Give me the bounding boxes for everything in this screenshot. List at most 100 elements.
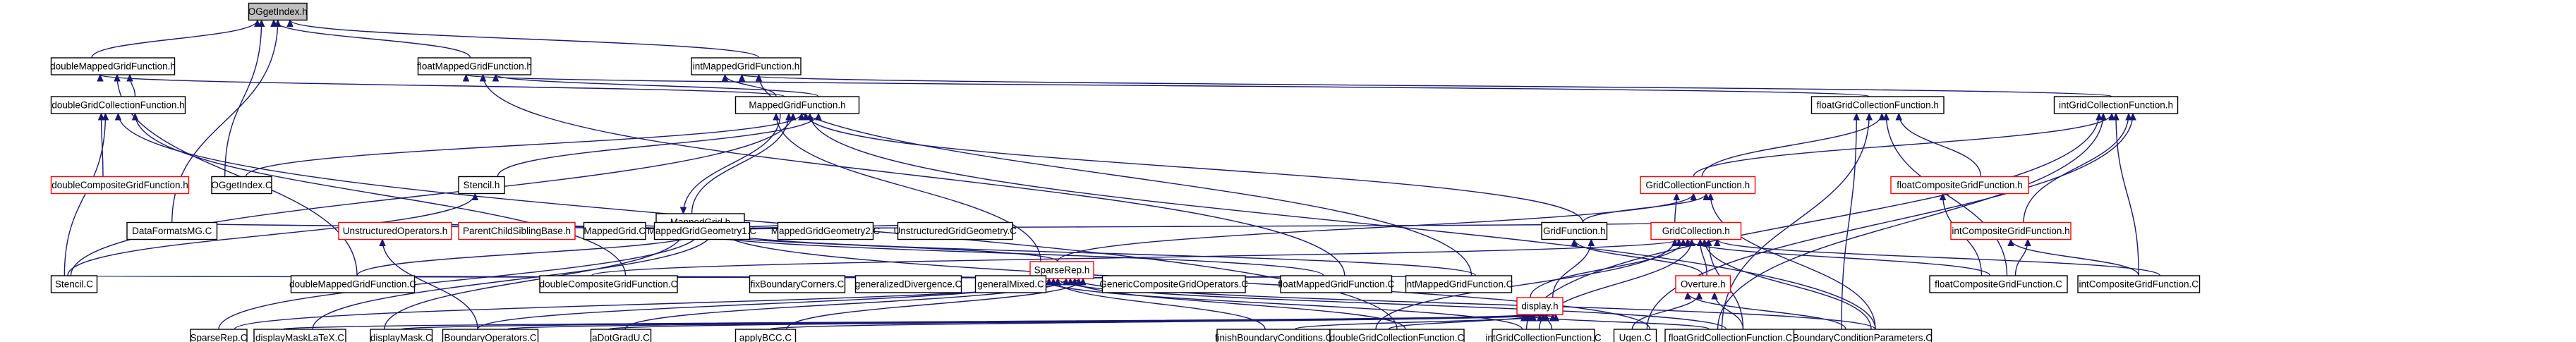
node-box[interactable] [1640, 176, 1756, 195]
graph-node-mgf-h[interactable]: MappedGridFunction.h [734, 96, 860, 114]
node-box[interactable] [442, 329, 539, 342]
node-box[interactable] [1950, 221, 2072, 240]
node-box[interactable] [734, 329, 797, 342]
node-box[interactable] [370, 329, 433, 342]
graph-node-ugg-c[interactable]: UnstructuredGridGeometry.C [893, 221, 1017, 240]
graph-node-mgg1-c[interactable]: MappedGridGeometry1.C [648, 221, 757, 240]
node-box[interactable] [749, 275, 846, 293]
graph-node-dm-c[interactable]: displayMask.C [370, 329, 433, 342]
graph-node-ugen-c[interactable]: Ugen.C [1613, 329, 1657, 342]
graph-node-dgcf-c[interactable]: doubleGridCollectionFunction.C [1329, 329, 1465, 342]
graph-node-stencil-c[interactable]: Stencil.C [50, 275, 98, 293]
graph-node-dmgf-c[interactable]: doubleMappedGridFunction.C [289, 275, 416, 293]
node-box[interactable] [2053, 96, 2179, 114]
node-box[interactable] [1675, 275, 1731, 293]
dependency-edge [2023, 113, 2129, 223]
node-box[interactable] [854, 275, 962, 293]
graph-node-dcgf-c[interactable]: doubleCompositeGridFunction.C [539, 275, 678, 293]
node-box[interactable] [777, 221, 874, 240]
graph-node-igcf-h[interactable]: intGridCollectionFunction.h [2053, 96, 2179, 114]
graph-node-icgf-h[interactable]: intCompositeGridFunction.h [1950, 221, 2072, 240]
graph-node-gc-h[interactable]: GridCollection.h [1650, 221, 1742, 240]
graph-node-display-h[interactable]: display.h [1516, 297, 1564, 315]
graph-node-imgf-h[interactable]: intMappedGridFunction.h [691, 57, 802, 75]
graph-node-dfmg-c[interactable]: DataFormatsMG.C [126, 221, 218, 240]
graph-node-mg-c[interactable]: MappedGrid.C [583, 221, 646, 240]
node-box[interactable] [653, 221, 751, 240]
graph-node-gm-c[interactable]: generalMixed.C [974, 275, 1047, 293]
node-box[interactable] [1329, 329, 1465, 342]
graph-node-fcgf-c[interactable]: floatCompositeGridFunction.C [1929, 275, 2068, 293]
graph-node-oget[interactable]: OGgetIndex.h [248, 2, 308, 21]
graph-node-overture-h[interactable]: Overture.h [1675, 275, 1731, 293]
graph-node-uo-h[interactable]: UnstructuredOperators.h [338, 221, 452, 240]
node-box[interactable] [50, 275, 98, 293]
graph-node-dcgf-h[interactable]: doubleCompositeGridFunction.h [50, 176, 190, 195]
node-box[interactable] [734, 96, 860, 114]
node-box[interactable] [1613, 329, 1657, 342]
graph-node-fgcf-c[interactable]: floatGridCollectionFunction.C [1664, 329, 1796, 342]
node-box[interactable] [897, 221, 1013, 240]
graph-node-abcc-c[interactable]: applyBCC.C [734, 329, 797, 342]
graph-node-dmgf-h[interactable]: doubleMappedGridFunction.h [50, 57, 176, 75]
graph-node-gd-c[interactable]: generalizedDivergence.C [854, 275, 962, 293]
node-box[interactable] [1492, 329, 1595, 342]
node-box[interactable] [248, 2, 308, 21]
node-box[interactable] [1929, 275, 2068, 293]
graph-node-fbcond-c[interactable]: finishBoundaryConditions.C [1215, 329, 1333, 342]
graph-node-dgcf-h[interactable]: doubleGridCollectionFunction.h [50, 96, 186, 114]
graph-node-dml-c[interactable]: displayMaskLaTeX.C [253, 329, 346, 342]
graph-node-icgf-c[interactable]: intCompositeGridFunction.C [2077, 275, 2201, 293]
node-box[interactable] [458, 176, 505, 195]
node-box[interactable] [290, 275, 416, 293]
edge-arrowhead [97, 73, 104, 82]
node-box[interactable] [1650, 221, 1742, 240]
node-box[interactable] [1280, 275, 1393, 293]
graph-node-oget-c[interactable]: OGgetIndex.C [211, 176, 272, 195]
node-box[interactable] [190, 329, 248, 342]
node-label: BoundaryConditionParameters.C [1793, 333, 1933, 342]
graph-node-sr-c[interactable]: SparseRep.C [190, 329, 248, 342]
graph-node-gcf-h[interactable]: GridCollectionFunction.h [1640, 176, 1756, 195]
graph-node-fcgf-h[interactable]: floatCompositeGridFunction.h [1890, 176, 2029, 195]
node-box[interactable] [1541, 221, 1608, 240]
graph-node-igcf-c[interactable]: intGridCollectionFunction.C [1485, 329, 1602, 342]
node-box[interactable] [1793, 329, 1933, 342]
node-box[interactable] [583, 221, 646, 240]
node-box[interactable] [1101, 275, 1246, 293]
node-box[interactable] [1516, 297, 1564, 315]
graph-node-fgcf-h[interactable]: floatGridCollectionFunction.h [1810, 96, 1945, 114]
node-box[interactable] [211, 176, 272, 195]
node-box[interactable] [1810, 96, 1945, 114]
edge-arrowhead [379, 238, 386, 246]
graph-node-gf-h[interactable]: GridFunction.h [1541, 221, 1608, 240]
edge-arrowhead [97, 112, 105, 121]
node-box[interactable] [2077, 275, 2201, 293]
node-box[interactable] [1890, 176, 2029, 195]
node-box[interactable] [50, 57, 176, 75]
node-box[interactable] [539, 275, 678, 293]
graph-node-adg-c[interactable]: aDotGradU.C [590, 329, 652, 342]
node-box[interactable] [691, 57, 802, 75]
node-box[interactable] [338, 221, 452, 240]
node-box[interactable] [50, 176, 190, 195]
node-box[interactable] [458, 221, 576, 240]
graph-node-bcp-c[interactable]: BoundaryConditionParameters.C [1793, 329, 1933, 342]
graph-node-fmgf-h[interactable]: floatMappedGridFunction.h [417, 57, 532, 75]
graph-node-stencil-h[interactable]: Stencil.h [458, 176, 505, 195]
graph-node-bo-c[interactable]: BoundaryOperators.C [442, 329, 539, 342]
graph-node-fmgf-c[interactable]: floatMappedGridFunction.C [1278, 275, 1395, 293]
node-box[interactable] [50, 96, 186, 114]
node-box[interactable] [417, 57, 532, 75]
graph-node-mgg2-c[interactable]: MappedGridGeometry2.C [771, 221, 881, 240]
graph-node-pcsb-h[interactable]: ParentChildSiblingBase.h [458, 221, 576, 240]
graph-node-imgf-c[interactable]: intMappedGridFunction.C [1405, 275, 1513, 293]
graph-node-fbc-c[interactable]: fixBoundaryCorners.C [749, 275, 846, 293]
node-box[interactable] [1405, 275, 1513, 293]
node-box[interactable] [126, 221, 218, 240]
node-box[interactable] [590, 329, 652, 342]
node-box[interactable] [974, 275, 1047, 293]
graph-node-gcgo-c[interactable]: GenericCompositeGridOperators.C [1099, 275, 1248, 293]
node-box[interactable] [253, 329, 346, 342]
edge-arrowhead [2112, 112, 2120, 121]
